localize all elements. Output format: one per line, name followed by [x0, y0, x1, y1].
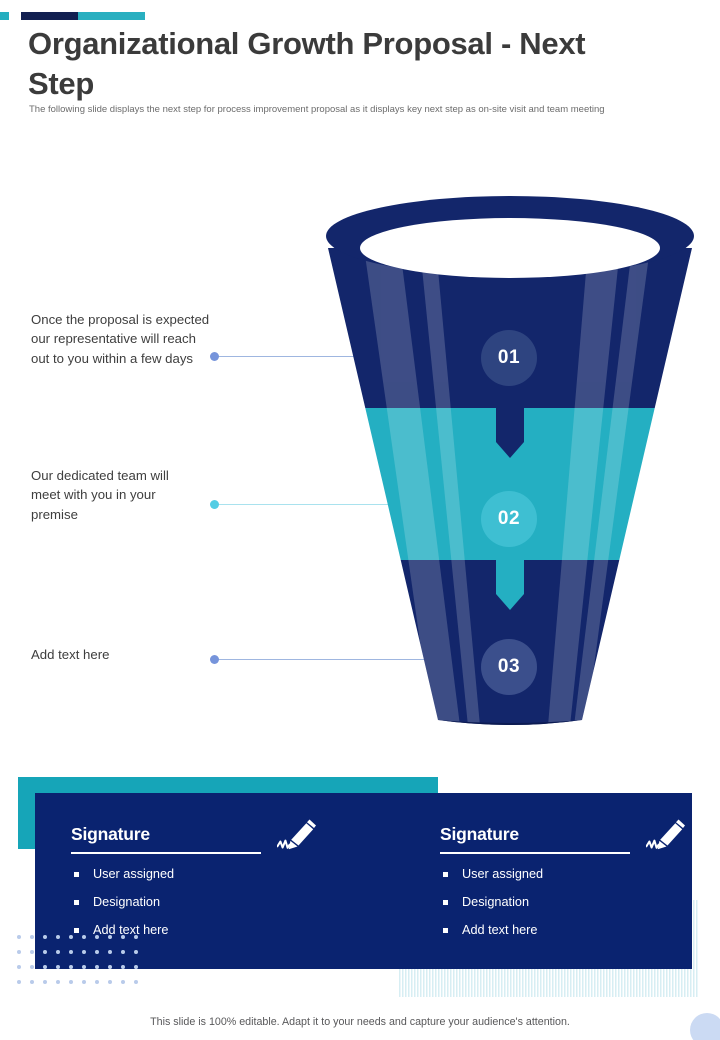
list-item: User assigned: [71, 867, 351, 881]
funnel-diagram: [320, 196, 700, 728]
pencil-signature-icon: [645, 818, 688, 859]
decor-dot: [30, 965, 34, 969]
connector-line: [218, 356, 398, 357]
connector-dot-icon: [210, 500, 219, 509]
connector-dot-icon: [210, 655, 219, 664]
decor-dot: [134, 935, 138, 939]
decor-dot: [134, 980, 138, 984]
decor-corner-circle: [690, 1013, 720, 1040]
funnel-number-02: 02: [481, 491, 537, 547]
funnel-stage-label-01: Once the proposal is expected our repres…: [31, 312, 210, 366]
decor-dot: [134, 950, 138, 954]
connector-line: [218, 659, 438, 660]
signature-heading: Signature: [440, 824, 519, 844]
decor-dot: [134, 965, 138, 969]
signature-block-2: Signature User assigned Designation: [440, 819, 720, 951]
list-item: Designation: [440, 895, 720, 909]
decor-dot: [43, 935, 47, 939]
decor-dot-grid: [17, 935, 147, 995]
decor-dot: [17, 950, 21, 954]
decor-dot: [69, 950, 73, 954]
signature-list-1: User assigned Designation Add text here: [71, 867, 351, 937]
decor-dot: [30, 950, 34, 954]
decor-dot: [108, 965, 112, 969]
decor-dot: [43, 950, 47, 954]
decor-dot-row: [17, 950, 147, 965]
decor-dot: [56, 950, 60, 954]
pencil-signature-icon: [276, 818, 319, 859]
footer-note: This slide is 100% editable. Adapt it to…: [150, 1016, 570, 1028]
decor-dot-row: [17, 935, 147, 950]
connector-line: [218, 504, 418, 505]
decor-dot: [82, 980, 86, 984]
list-item: Add text here: [440, 923, 720, 937]
decor-dot: [17, 935, 21, 939]
page-title: Organizational Growth Proposal - Next St…: [28, 26, 586, 102]
decor-dot: [82, 965, 86, 969]
decor-dot: [95, 980, 99, 984]
signature-heading: Signature: [71, 824, 150, 844]
decor-dot: [69, 965, 73, 969]
funnel-stage-label-03: Add text here: [31, 647, 110, 662]
decor-dot: [121, 980, 125, 984]
decor-dot: [82, 935, 86, 939]
accent-bar-navy: [21, 12, 78, 20]
decor-dot-row: [17, 980, 147, 995]
decor-dot: [95, 950, 99, 954]
decor-dot: [43, 980, 47, 984]
decor-dot: [108, 950, 112, 954]
decor-dot: [121, 965, 125, 969]
funnel-number-03: 03: [481, 639, 537, 695]
decor-dot: [108, 935, 112, 939]
decor-dot: [69, 935, 73, 939]
decor-dot: [17, 965, 21, 969]
list-item: Add text here: [71, 923, 351, 937]
decor-dot-row: [17, 965, 147, 980]
decor-dot: [108, 980, 112, 984]
decor-dot: [121, 950, 125, 954]
decor-dot: [56, 980, 60, 984]
signature-panel: Signature User assigned Designation: [35, 793, 692, 969]
decor-dot: [82, 950, 86, 954]
list-item: User assigned: [440, 867, 720, 881]
funnel-number-01: 01: [481, 330, 537, 386]
decor-dot: [69, 980, 73, 984]
signature-rule: [440, 852, 630, 854]
decor-dot: [43, 965, 47, 969]
signature-list-2: User assigned Designation Add text here: [440, 867, 720, 937]
decor-dot: [56, 965, 60, 969]
list-item: Designation: [71, 895, 351, 909]
funnel-stage-label-02: Our dedicated team will meet with you in…: [31, 468, 169, 522]
decor-dot: [95, 935, 99, 939]
accent-bar-teal: [78, 12, 145, 20]
signature-rule: [71, 852, 261, 854]
decor-dot: [95, 965, 99, 969]
decor-dot: [17, 980, 21, 984]
signature-block-1: Signature User assigned Designation: [71, 819, 351, 951]
decor-dot: [121, 935, 125, 939]
page-subtitle: The following slide displays the next st…: [29, 104, 605, 115]
accent-square-teal: [0, 12, 9, 20]
connector-dot-icon: [210, 352, 219, 361]
decor-dot: [30, 980, 34, 984]
decor-dot: [56, 935, 60, 939]
decor-dot: [30, 935, 34, 939]
